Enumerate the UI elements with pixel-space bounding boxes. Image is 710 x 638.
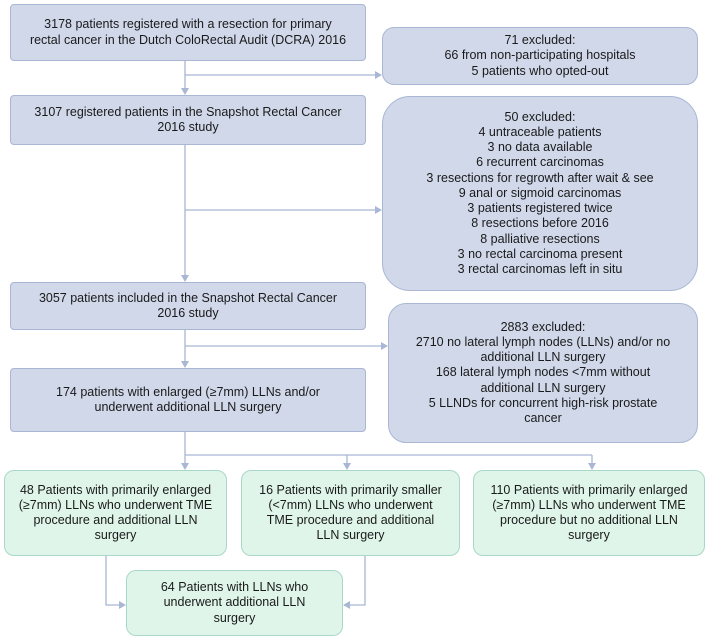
group-3-text: 110 Patients with primarily enlarged (≥7…: [490, 482, 688, 543]
excluded-2-box: 50 excluded: 4 untraceable patients 3 no…: [382, 96, 698, 291]
included-patients-box: 3057 patients included in the Snapshot R…: [10, 282, 366, 330]
group-1-text: 48 Patients with primarily enlarged (≥7m…: [18, 482, 213, 543]
arrow-head: [343, 601, 350, 609]
group-2-text: 16 Patients with primarily smaller (<7mm…: [259, 482, 442, 543]
excluded-1-box: 71 excluded: 66 from non-participating h…: [382, 27, 698, 85]
snapshot-study-text: 3107 registered patients in the Snapshot…: [34, 104, 342, 134]
arrow-head: [181, 88, 189, 95]
final-group-text: 64 Patients with LLNs who underwent addi…: [160, 580, 309, 625]
arrow-head: [181, 463, 189, 470]
excluded-1-text: 71 excluded: 66 from non-participating h…: [444, 33, 636, 78]
enlarged-lln-text: 174 patients with enlarged (≥7mm) LLNs a…: [56, 384, 320, 414]
arrow-head: [381, 342, 388, 350]
excluded-2-text: 50 excluded: 4 untraceable patients 3 no…: [426, 109, 654, 276]
group-3-box: 110 Patients with primarily enlarged (≥7…: [473, 470, 705, 556]
arrow-head: [588, 463, 596, 470]
group-1-box: 48 Patients with primarily enlarged (≥7m…: [4, 470, 227, 556]
snapshot-study-box: 3107 registered patients in the Snapshot…: [10, 95, 366, 145]
arrow-head: [181, 275, 189, 282]
included-patients-text: 3057 patients included in the Snapshot R…: [38, 290, 338, 320]
arrow-head: [119, 601, 126, 609]
arrow-head: [375, 71, 382, 79]
excluded-3-text: 2883 excluded: 2710 no lateral lymph nod…: [415, 319, 671, 425]
registered-patients-box: 3178 patients registered with a resectio…: [10, 4, 366, 61]
connector-group-1-final: [105, 556, 120, 606]
arrow-head: [343, 463, 351, 470]
enlarged-lln-box: 174 patients with enlarged (≥7mm) LLNs a…: [10, 368, 366, 432]
final-group-box: 64 Patients with LLNs who underwent addi…: [126, 570, 343, 636]
registered-patients-text: 3178 patients registered with a resectio…: [29, 17, 347, 47]
connector-group-2-final: [349, 556, 366, 606]
arrow-head: [181, 361, 189, 368]
arrow-head: [375, 206, 382, 214]
excluded-3-box: 2883 excluded: 2710 no lateral lymph nod…: [388, 303, 698, 443]
group-2-box: 16 Patients with primarily smaller (<7mm…: [241, 470, 460, 556]
